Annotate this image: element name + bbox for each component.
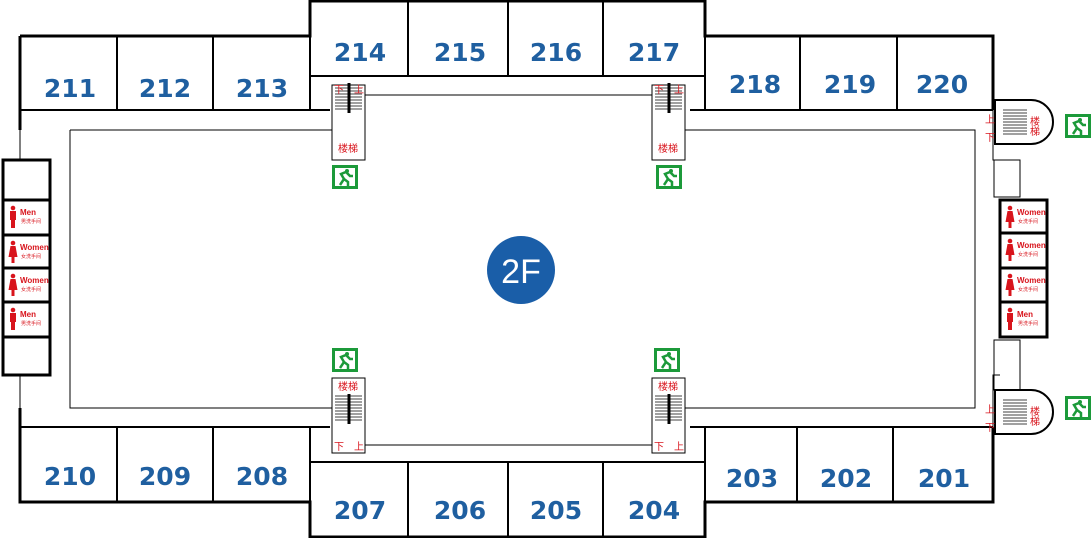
stair-down-label: 下 bbox=[334, 85, 344, 96]
restroom-label: Women bbox=[1017, 208, 1046, 217]
stair-down-label: 下 bbox=[334, 442, 344, 453]
restroom-label-cn: 女洗手间 bbox=[1018, 286, 1038, 293]
stairwell-1: 楼梯 下上 bbox=[651, 83, 686, 161]
room-207: 207 bbox=[334, 496, 386, 525]
room-204: 204 bbox=[628, 496, 680, 525]
room-218: 218 bbox=[729, 70, 781, 99]
restroom-label-cn: 女洗手间 bbox=[21, 286, 41, 293]
women-restroom-icon bbox=[1005, 238, 1015, 261]
stair-up-label: 上 bbox=[985, 114, 995, 126]
men-restroom-icon bbox=[10, 205, 16, 228]
emergency-exit-icon bbox=[332, 165, 358, 189]
emergency-exit-icon bbox=[1065, 396, 1091, 420]
room-206: 206 bbox=[434, 496, 486, 525]
restroom-label-cn: 男洗手间 bbox=[1018, 320, 1038, 327]
restroom-label: Women bbox=[20, 243, 49, 252]
room-210: 210 bbox=[44, 462, 96, 491]
restroom-label-cn: 女洗手间 bbox=[1018, 251, 1038, 258]
room-203: 203 bbox=[726, 464, 778, 493]
stairwell-0: 楼梯 下上 bbox=[331, 83, 366, 161]
room-202: 202 bbox=[820, 464, 872, 493]
restroom-label: Men bbox=[20, 310, 36, 319]
stair-label: 楼梯 bbox=[338, 142, 358, 155]
stair-down-label: 下 bbox=[654, 85, 664, 96]
restroom-label-cn: 男洗手间 bbox=[21, 320, 41, 327]
women-restroom-icon bbox=[1005, 273, 1015, 296]
men-restroom-icon bbox=[10, 307, 16, 330]
stair-down-label: 下 bbox=[654, 442, 664, 453]
stair-label: 楼梯 bbox=[658, 380, 678, 393]
room-219: 219 bbox=[824, 70, 876, 99]
room-220: 220 bbox=[916, 70, 968, 99]
restroom-label: Women bbox=[1017, 276, 1046, 285]
stair-up-label: 上 bbox=[354, 84, 364, 96]
stairwell-3: 楼梯下上 bbox=[651, 377, 686, 454]
room-215: 215 bbox=[434, 38, 486, 67]
restroom-label: Men bbox=[20, 208, 36, 217]
stair-up-label: 上 bbox=[674, 441, 684, 453]
room-208: 208 bbox=[236, 462, 288, 491]
stair-down-label: 下 bbox=[985, 133, 995, 144]
stair-label: 楼梯 bbox=[338, 380, 358, 393]
room-212: 212 bbox=[139, 74, 191, 103]
stairwell-2: 楼梯下上 bbox=[331, 377, 366, 454]
room-209: 209 bbox=[139, 462, 191, 491]
women-restroom-icon bbox=[8, 240, 18, 263]
emergency-exit-icon bbox=[656, 165, 682, 189]
floor-badge: 2F bbox=[487, 236, 555, 304]
stair-label: 楼梯 bbox=[1028, 115, 1040, 137]
men-restroom-icon bbox=[1007, 307, 1013, 330]
room-216: 216 bbox=[530, 38, 582, 67]
room-211: 211 bbox=[44, 74, 96, 103]
stair-down-label: 下 bbox=[985, 423, 995, 434]
restroom-label-cn: 女洗手间 bbox=[1018, 218, 1038, 225]
women-restroom-icon bbox=[8, 273, 18, 296]
emergency-exit-icon bbox=[1065, 114, 1091, 138]
room-214: 214 bbox=[334, 38, 386, 67]
restroom-label: Men bbox=[1017, 310, 1033, 319]
restroom-label: Women bbox=[1017, 241, 1046, 250]
restroom-label: Women bbox=[20, 276, 49, 285]
room-205: 205 bbox=[530, 496, 582, 525]
stair-up-label: 上 bbox=[985, 404, 995, 416]
stair-label: 楼梯 bbox=[658, 142, 678, 155]
women-restroom-icon bbox=[1005, 205, 1015, 228]
stairwell-east-1: 楼梯 上下 bbox=[985, 389, 1054, 435]
stair-label: 楼梯 bbox=[1028, 405, 1040, 427]
emergency-exit-icon bbox=[332, 348, 358, 372]
stairwell-east-0: 楼梯 上下 bbox=[985, 99, 1054, 145]
room-201: 201 bbox=[918, 464, 970, 493]
restroom-label-cn: 女洗手间 bbox=[21, 253, 41, 260]
stair-up-label: 上 bbox=[674, 84, 684, 96]
room-217: 217 bbox=[628, 38, 680, 67]
restroom-label-cn: 男洗手间 bbox=[21, 218, 41, 225]
room-213: 213 bbox=[236, 74, 288, 103]
emergency-exit-icon bbox=[654, 348, 680, 372]
floor-label: 2F bbox=[501, 253, 541, 291]
stair-up-label: 上 bbox=[354, 441, 364, 453]
